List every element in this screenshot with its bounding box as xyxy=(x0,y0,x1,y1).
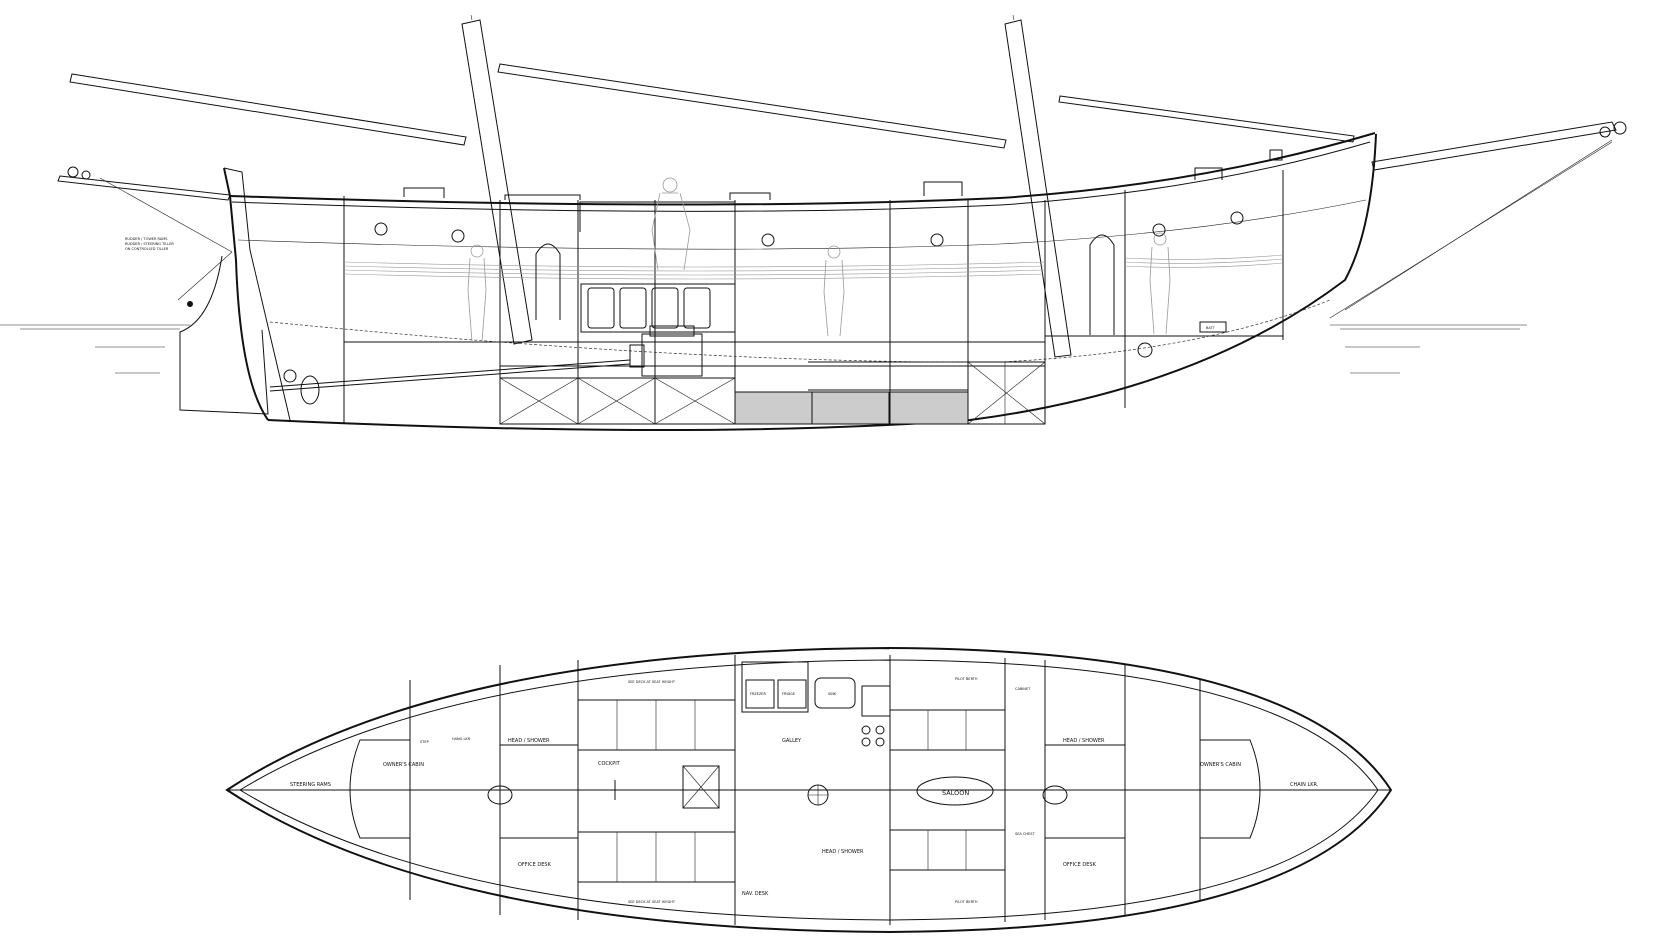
label-sink: SINK xyxy=(828,692,837,696)
label-nav-desk: NAV. DESK xyxy=(742,891,769,897)
label-cabinet: CABINET xyxy=(1015,687,1031,691)
label-fridge: FRIDGE xyxy=(782,692,795,696)
engine xyxy=(269,325,703,405)
spars xyxy=(57,63,1627,201)
label-steering-rams: STEERING RAMS xyxy=(290,782,331,788)
plan-view: STEERING RAMS OWNER'S CABIN HEAD / SHOWE… xyxy=(225,646,1393,934)
label-owners-cabin-aft: OWNER'S CABIN xyxy=(383,762,424,768)
label-head-shower-mid: HEAD / SHOWER xyxy=(822,849,864,855)
waterline xyxy=(0,324,1527,374)
label-office-desk-fwd: OFFICE DESK xyxy=(1063,862,1097,868)
label-galley: GALLEY xyxy=(782,738,802,744)
label-owners-cabin-fwd: OWNER'S CABIN xyxy=(1200,762,1241,768)
profile-note: RUDDER / TOWER RAMS RUDDER / STEERING TI… xyxy=(125,237,1227,333)
bulkheads xyxy=(343,170,1284,424)
label-sea-chest: SEA CHEST xyxy=(1015,832,1035,836)
saloon-windows xyxy=(580,283,736,333)
bilge-tanks xyxy=(499,342,1153,425)
label-step: STEP xyxy=(420,740,429,744)
label-hanging-locker: HANG LKR xyxy=(452,737,471,741)
saloon-settees xyxy=(889,709,1006,871)
hull-stringers xyxy=(269,254,1331,363)
galley-counters xyxy=(741,661,891,806)
label-freezer: FREEZER xyxy=(750,692,766,696)
doors xyxy=(535,234,1115,335)
plan-berths xyxy=(349,739,1261,839)
label-pilot-berth-top: PILOT BERTH xyxy=(955,677,978,681)
label-cockpit: COCKPIT xyxy=(598,761,621,767)
deckhouses xyxy=(403,149,1283,232)
note-steering-tiller: RUDDER / STEERING TILLER xyxy=(125,242,174,246)
cockpit-area xyxy=(577,699,736,883)
label-pilot-berth-bottom: PILOT BERTH xyxy=(955,900,978,904)
plan-text-labels: STEERING RAMS OWNER'S CABIN HEAD / SHOWE… xyxy=(290,677,1319,904)
label-seat-note-top: SEE DECK AT SEAT HEIGHT xyxy=(628,680,676,684)
note-controlled-tiller: ON CONTROLLED TILLER xyxy=(125,247,169,251)
masts xyxy=(461,14,1072,358)
label-saloon: SALOON xyxy=(942,789,969,797)
portholes xyxy=(374,211,1244,247)
label-head-shower-aft: HEAD / SHOWER xyxy=(508,738,550,744)
hull-profile xyxy=(179,132,1377,431)
label-chain-locker: CHAIN LKR. xyxy=(1290,782,1319,788)
rigging xyxy=(99,139,1613,319)
battery-label: BATT xyxy=(1206,326,1216,330)
profile-view: RUDDER / TOWER RAMS RUDDER / STEERING TI… xyxy=(0,14,1627,431)
label-seat-note-bottom: SEE DECK AT SEAT HEIGHT xyxy=(628,900,676,904)
note-rudder-rams: RUDDER / TOWER RAMS xyxy=(125,237,168,241)
label-head-shower-fwd: HEAD / SHOWER xyxy=(1063,738,1105,744)
human-figures xyxy=(467,177,1171,343)
label-office-desk-aft: OFFICE DESK xyxy=(518,862,552,868)
